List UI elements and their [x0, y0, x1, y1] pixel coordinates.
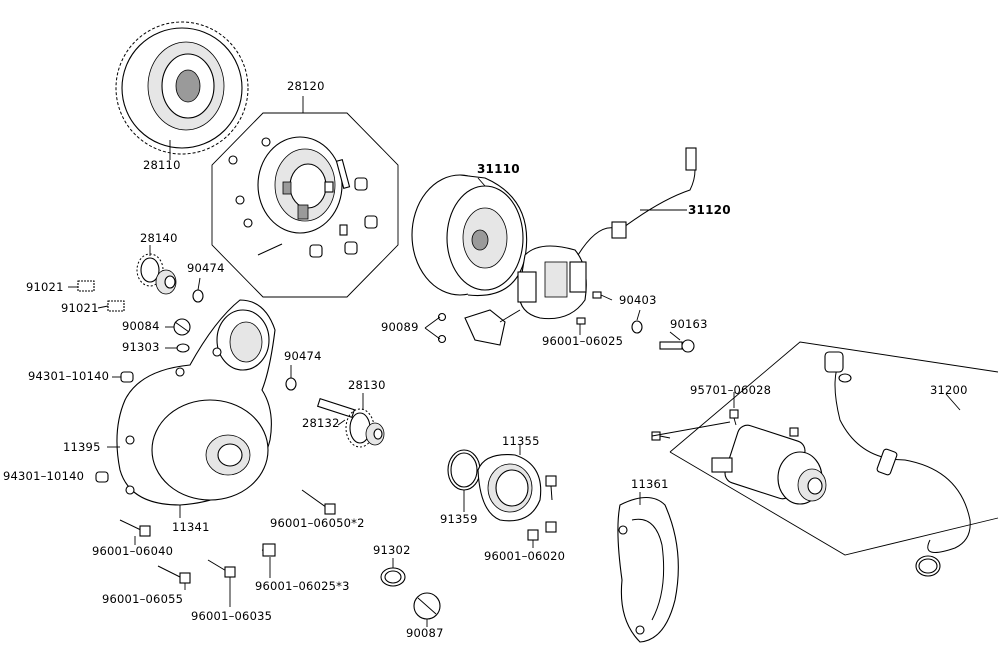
idler-gear-part — [136, 245, 204, 303]
label-90087: 90087 — [406, 626, 444, 640]
label-91303: 91303 — [122, 340, 160, 354]
label-96001-06025x3: 96001–06025*3 — [255, 579, 350, 593]
label-90084: 90084 — [122, 319, 160, 333]
stator-bolts-part — [576, 291, 695, 353]
label-96001-06055: 96001–06055 — [102, 592, 184, 606]
label-90163: 90163 — [670, 317, 708, 331]
label-91021-b: 91021 — [61, 301, 99, 315]
inner-cover-part — [617, 492, 679, 643]
label-96001-06020: 96001–06020 — [484, 549, 566, 563]
cover-bolts-part — [119, 489, 336, 607]
left-crankcase-cover-part — [107, 299, 276, 518]
label-94301-10140-a: 94301–10140 — [28, 369, 110, 383]
label-90474-a: 90474 — [187, 261, 225, 275]
label-91302: 91302 — [373, 543, 411, 557]
springs-part — [68, 280, 125, 312]
one-way-clutch-group-part — [211, 96, 399, 298]
starter-ring-gear-part — [115, 21, 249, 160]
label-90089: 90089 — [381, 320, 419, 334]
stator-part — [517, 147, 697, 320]
label-28110: 28110 — [143, 158, 181, 172]
washer-part — [285, 365, 297, 391]
plug-part — [165, 318, 191, 353]
starter-cover-part — [447, 445, 557, 548]
label-28132: 28132 — [302, 416, 340, 430]
label-11395: 11395 — [63, 440, 101, 454]
label-11355: 11355 — [502, 434, 540, 448]
label-91359: 91359 — [440, 512, 478, 526]
label-96001-06050x2: 96001–06050*2 — [270, 516, 365, 530]
label-28140: 28140 — [140, 231, 178, 245]
reduction-gear-part — [316, 393, 385, 448]
label-31110: 31110 — [477, 162, 520, 176]
label-28120: 28120 — [287, 79, 325, 93]
dowel-pins-part — [95, 371, 134, 483]
label-94301-10140-b: 94301–10140 — [3, 469, 85, 483]
label-96001-06025: 96001–06025 — [542, 334, 624, 348]
label-96001-06035: 96001–06035 — [191, 609, 273, 623]
o-ring-plug-part — [380, 558, 441, 627]
label-31120: 31120 — [688, 203, 731, 217]
label-31200: 31200 — [930, 383, 968, 397]
flywheel-rotor-part — [411, 174, 528, 297]
label-11341: 11341 — [172, 520, 210, 534]
pickup-coil-part — [424, 309, 521, 346]
label-90474-b: 90474 — [284, 349, 322, 363]
label-28130: 28130 — [348, 378, 386, 392]
label-90403: 90403 — [619, 293, 657, 307]
starter-motor-part — [651, 341, 999, 577]
label-91021-a: 91021 — [26, 280, 64, 294]
label-11361: 11361 — [631, 477, 669, 491]
label-95701-06028: 95701–06028 — [690, 383, 772, 397]
label-96001-06040: 96001–06040 — [92, 544, 174, 558]
